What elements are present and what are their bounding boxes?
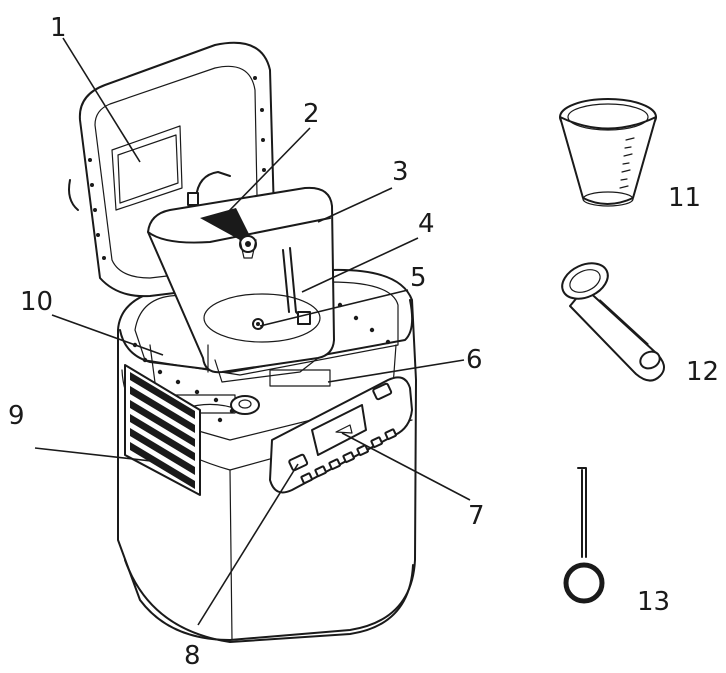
callout-labels: 1 2 3 4 5 6 7 8 9 10 11 12 13 (8, 13, 719, 671)
leader-lines (34, 37, 471, 626)
callout-6: 6 (466, 345, 483, 375)
control-panel (269, 376, 413, 494)
measuring-spoon-icon (561, 262, 665, 382)
callout-9: 9 (8, 401, 25, 431)
lid-window (111, 125, 183, 211)
callout-5: 5 (410, 263, 427, 293)
callout-3: 3 (392, 157, 409, 187)
display-window (311, 404, 367, 456)
measuring-cup-icon (559, 98, 657, 207)
callout-4: 4 (418, 209, 435, 239)
kneading-blade (200, 208, 250, 240)
callout-2: 2 (303, 99, 320, 129)
callout-1: 1 (50, 13, 67, 43)
callout-10: 10 (20, 287, 53, 317)
callout-8: 8 (184, 641, 201, 671)
callout-7: 7 (468, 501, 485, 531)
side-vent-grille (124, 364, 201, 496)
callout-12: 12 (686, 357, 719, 387)
callout-11: 11 (668, 183, 701, 213)
callout-13: 13 (637, 587, 670, 617)
bread-maker-icon (117, 268, 417, 643)
kneading-paddle-hook-icon (563, 467, 605, 604)
